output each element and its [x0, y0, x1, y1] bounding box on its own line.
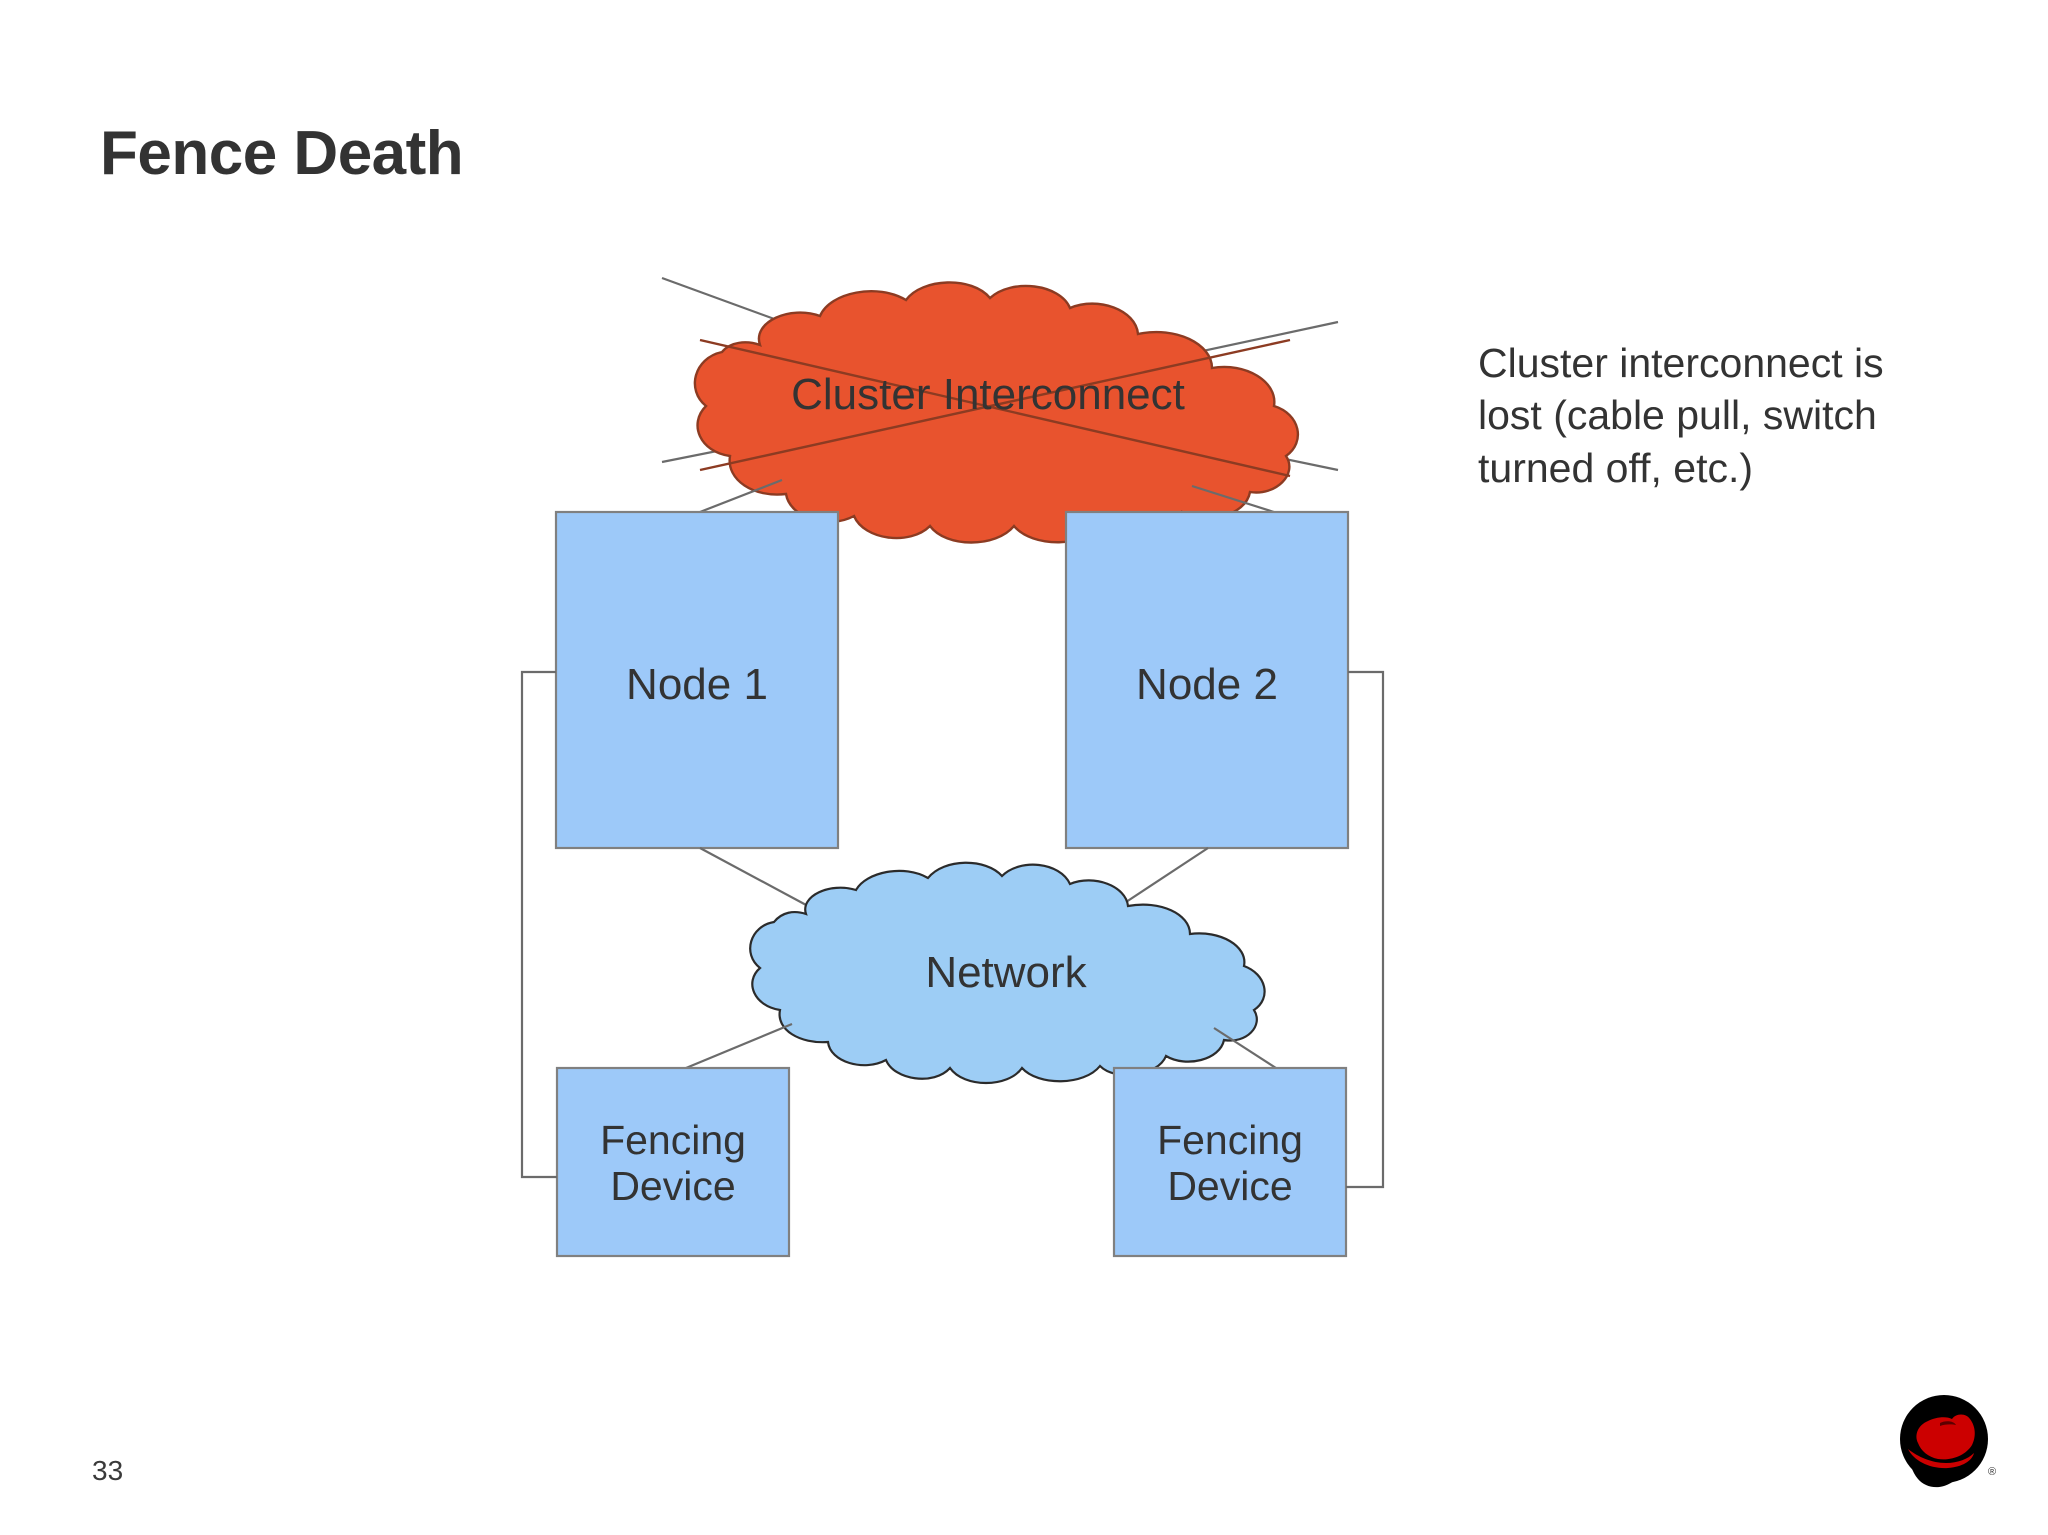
line-network-to-fence1 [685, 1022, 793, 1070]
annotation-text: Cluster interconnect is lost (cable pull… [1478, 340, 1884, 491]
line-interconnect-to-node1 [699, 478, 783, 514]
fencing-device-2-box[interactable] [1112, 1066, 1348, 1258]
shadowman-highlight [1940, 1421, 1956, 1426]
fencing-device-1-label: Fencing Device [600, 1117, 746, 1209]
network-to-fence-lines [685, 1022, 1277, 1070]
line-node1-to-network [699, 847, 809, 907]
network-label: Network [925, 948, 1087, 997]
node-1-box[interactable] [554, 510, 840, 850]
broken-cross-line-a [699, 338, 1291, 472]
line-node2-to-network [1119, 847, 1209, 907]
node-2-label: Node 2 [1136, 660, 1278, 709]
registered-mark: ® [1988, 1466, 1996, 1478]
connector-node2-to-fence2 [1346, 670, 1385, 1189]
broken-link-cross [699, 338, 1291, 478]
page-title: Fence Death [100, 119, 464, 188]
shadowman-brim [1908, 1449, 1974, 1469]
fencing-device-2-label: Fencing Device [1157, 1117, 1303, 1209]
network-cloud [749, 861, 1266, 1085]
node-2-box[interactable] [1064, 510, 1350, 850]
redhat-logo-mark: ® [1900, 1395, 1996, 1488]
shadowman-face [1909, 1453, 1964, 1488]
broken-cross-line-b [699, 338, 1291, 478]
fencing-device-1-box[interactable] [555, 1066, 791, 1258]
node-to-network-lines [699, 847, 1209, 907]
line-network-to-fence2 [1213, 1027, 1277, 1069]
shadowman-hat [1916, 1414, 1975, 1460]
connector-node1-to-fence1 [520, 670, 557, 1179]
cluster-interconnect-label: Cluster Interconnect [791, 370, 1185, 419]
interconnect-to-node-lines [699, 478, 1275, 514]
redhat-shadowman-logo: ® [1900, 1395, 1996, 1488]
page-number: 33 [92, 1455, 124, 1486]
line-interconnect-to-node2 [1191, 484, 1275, 514]
node-1-label: Node 1 [626, 660, 768, 709]
